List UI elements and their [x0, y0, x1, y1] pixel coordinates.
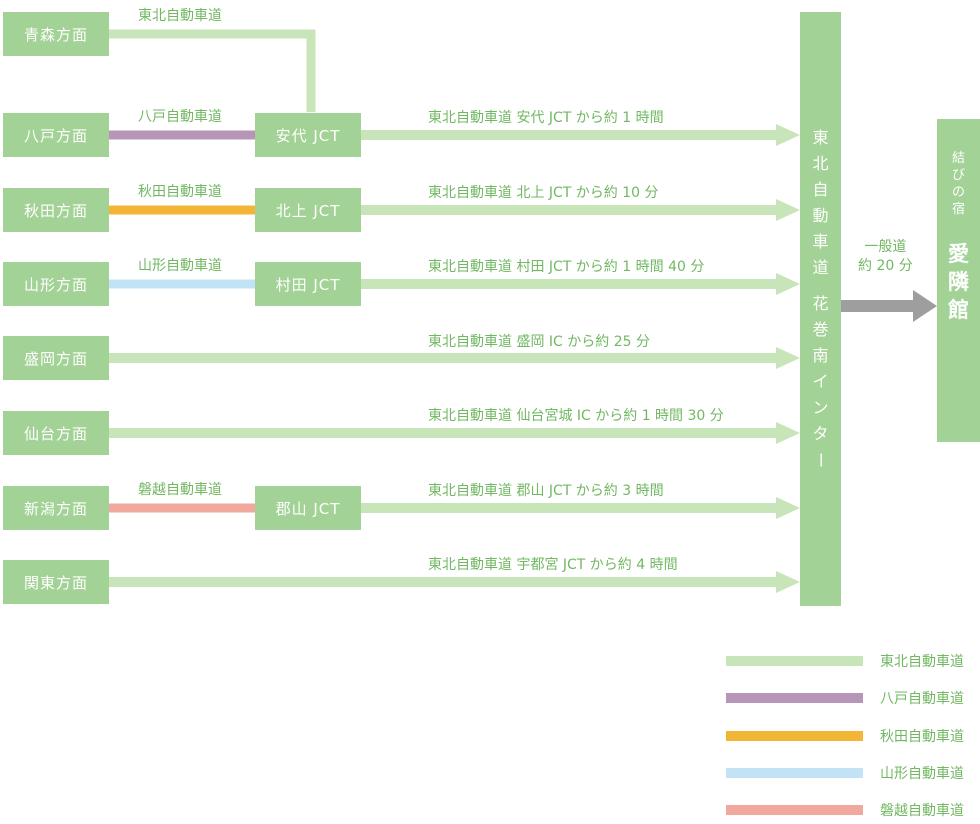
destination-logo: 愛 隣 館 — [937, 240, 980, 324]
arrow-shaft-murata — [361, 279, 777, 289]
interchange-char: タ — [812, 424, 829, 443]
arrow-shaft-kitakami — [361, 205, 777, 215]
arrowhead-local-road — [913, 290, 937, 322]
arrowhead-morioka — [776, 347, 800, 369]
origin-label: 青森方面 — [23, 25, 88, 44]
arrowhead-koriyama — [776, 497, 800, 519]
road-label-bandai: 磐越自動車道 — [138, 482, 222, 498]
jct-label: 安代 JCT — [275, 126, 341, 145]
route-label-sendai: 東北自動車道 仙台宮城 IC から約 1 時間 30 分 — [428, 408, 724, 424]
arrow-shaft-sendai — [109, 428, 777, 438]
legend-swatch-bandai — [726, 805, 863, 815]
jct-label: 郡山 JCT — [275, 499, 341, 518]
jct-label: 北上 JCT — [275, 201, 341, 220]
arrowhead-kitakami — [776, 199, 800, 221]
origin-label: 関東方面 — [23, 573, 88, 592]
local-road-label: 一般道 約 20 分 — [858, 238, 913, 276]
arrowhead-murata — [776, 273, 800, 295]
legend-label-hachinohe: 八戸自動車道 — [880, 691, 964, 707]
road-label-hachinohe: 八戸自動車道 — [138, 109, 222, 125]
origin-label: 盛岡方面 — [23, 349, 88, 368]
interchange-char: 車 — [812, 232, 829, 251]
legend-swatch-akita — [726, 731, 863, 741]
origin-label: 山形方面 — [23, 275, 88, 294]
interchange-char: 自 — [812, 180, 829, 199]
jct-murata: 村田 JCT — [255, 262, 361, 306]
interchange-char: ン — [812, 398, 829, 417]
origin-akita: 秋田方面 — [3, 188, 109, 232]
origin-label: 仙台方面 — [23, 424, 88, 443]
legend-label-yamagata: 山形自動車道 — [880, 766, 964, 782]
interchange-char: 南 — [812, 346, 829, 365]
jct-koriyama: 郡山 JCT — [255, 486, 361, 530]
origin-sendai: 仙台方面 — [3, 411, 109, 455]
jct-kitakami: 北上 JCT — [255, 188, 361, 232]
origin-hachinohe: 八戸方面 — [3, 113, 109, 157]
logo-char: 愛 — [948, 241, 969, 266]
local-road-type: 一般道 — [864, 239, 907, 255]
origin-label: 秋田方面 — [23, 201, 88, 220]
arrow-shaft-local-road — [841, 300, 915, 312]
arrowhead-sendai — [776, 422, 800, 444]
origin-label: 八戸方面 — [23, 126, 88, 145]
tagline-char: び — [951, 168, 965, 183]
legend-swatch-tohoku — [726, 656, 863, 666]
route-label-kitakami: 東北自動車道 北上 JCT から約 10 分 — [428, 185, 659, 201]
route-label-murata: 東北自動車道 村田 JCT から約 1 時間 40 分 — [428, 259, 705, 275]
tagline-char: の — [951, 185, 965, 200]
interchange-char: イ — [812, 372, 829, 391]
arrowhead-anshiro — [776, 124, 800, 146]
destination-tagline: 結 び の 宿 — [937, 150, 980, 218]
origin-label: 新潟方面 — [23, 499, 88, 518]
aomori-tohoku-line — [109, 29, 316, 112]
route-label-kanto: 東北自動車道 宇都宮 JCT から約 4 時間 — [428, 557, 678, 573]
legend-label-akita: 秋田自動車道 — [880, 729, 964, 745]
origin-morioka: 盛岡方面 — [3, 336, 109, 380]
logo-char: 館 — [948, 297, 969, 322]
jct-label: 村田 JCT — [275, 275, 341, 294]
road-label-aomori: 東北自動車道 — [138, 8, 222, 24]
arrow-shaft-morioka — [109, 353, 777, 363]
interchange-char: 道 — [812, 258, 829, 277]
tagline-char: 結 — [951, 151, 965, 166]
interchange-label: 東 北 自 動 車 道 花 巻 南 イ ン タ ー — [800, 125, 841, 473]
interchange-char: 東 — [812, 128, 829, 147]
interchange-char: 動 — [812, 206, 829, 225]
route-label-morioka: 東北自動車道 盛岡 IC から約 25 分 — [428, 334, 650, 350]
legend-label-tohoku: 東北自動車道 — [880, 654, 964, 670]
road-label-yamagata: 山形自動車道 — [138, 258, 222, 274]
interchange-char: 北 — [812, 154, 829, 173]
legend-swatch-hachinohe — [726, 693, 863, 703]
legend-swatch-yamagata — [726, 768, 863, 778]
arrow-shaft-anshiro — [361, 130, 777, 140]
tagline-char: 宿 — [951, 202, 965, 217]
interchange-char: 巻 — [812, 320, 829, 339]
arrow-shaft-kanto — [109, 577, 777, 587]
legend-label-bandai: 磐越自動車道 — [880, 803, 964, 819]
logo-char: 隣 — [948, 269, 969, 294]
jct-anshiro: 安代 JCT — [255, 113, 361, 157]
origin-yamagata: 山形方面 — [3, 262, 109, 306]
interchange-char: ー — [811, 451, 831, 469]
route-label-anshiro: 東北自動車道 安代 JCT から約 1 時間 — [428, 110, 664, 126]
origin-niigata: 新潟方面 — [3, 486, 109, 530]
origin-aomori: 青森方面 — [3, 12, 109, 56]
local-road-time: 約 20 分 — [858, 258, 913, 274]
interchange-bar — [800, 12, 841, 606]
arrow-shaft-koriyama — [361, 503, 777, 513]
origin-kanto: 関東方面 — [3, 560, 109, 604]
interchange-char: 花 — [812, 294, 829, 313]
route-label-koriyama: 東北自動車道 郡山 JCT から約 3 時間 — [428, 483, 664, 499]
destination-box — [937, 119, 980, 442]
arrowhead-kanto — [776, 571, 800, 593]
road-label-akita: 秋田自動車道 — [138, 184, 222, 200]
